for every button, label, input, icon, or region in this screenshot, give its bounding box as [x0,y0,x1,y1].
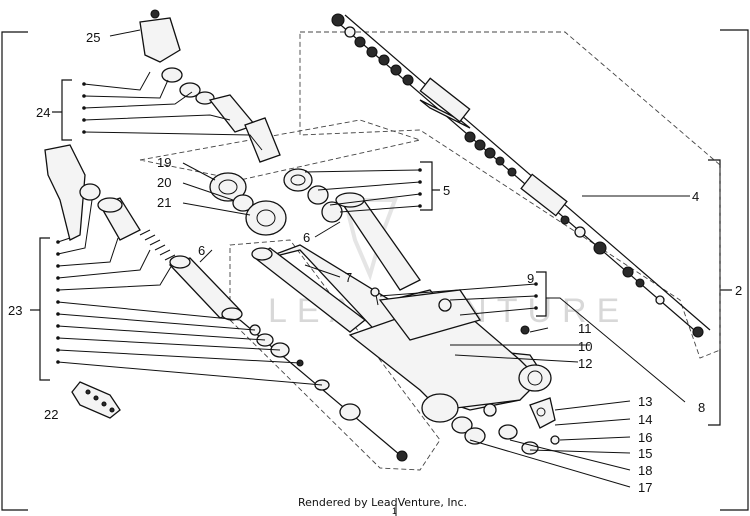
callout-11: 11 [578,321,592,336]
bracket-2 [708,159,721,426]
parts-19-20-21-bearings [209,172,287,236]
watermark-logo [342,198,398,281]
damper-rod-assembly [239,319,408,462]
fork-spring [139,229,176,261]
callout-2: 2 [735,283,742,298]
callout-12: 12 [578,356,592,371]
outer-bracket-left [1,31,28,511]
lower-triple-clamp [44,144,141,241]
callout-5: 5 [443,183,450,198]
index-list-23 [30,199,323,386]
part-7-tube [251,247,367,333]
callout-9: 9 [527,271,534,286]
small-parts-13-18 [370,287,560,455]
callout-16: 16 [638,430,652,445]
callout-10: 10 [578,339,592,354]
callout-14: 14 [638,412,652,427]
part-22-pad [71,381,121,419]
callout-23: 23 [8,303,22,318]
callout-6-left: 6 [198,243,205,258]
fork-inner-rod-assembly [331,13,711,338]
callout-6-mid: 6 [303,230,310,245]
index-list-9 [379,271,686,403]
index-list-5 [304,161,440,213]
callout-21: 21 [157,195,171,210]
callout-24: 24 [36,105,50,120]
callout-1: 1 [392,506,397,516]
callout-20: 20 [157,175,171,190]
dashed-box-lower [229,239,441,471]
callout-25: 25 [86,30,100,45]
part-6-tube-left [168,255,243,321]
outer-bracket-right [720,29,749,511]
callout-15: 15 [638,446,652,461]
callout-17: 17 [638,480,652,495]
callout-22: 22 [44,407,58,422]
callout-18: 18 [638,463,652,478]
credit-text: Rendered by LeadVenture, Inc. [298,496,467,509]
callout-7: 7 [345,270,352,285]
callout-19: 19 [157,155,171,170]
callout-labels: 25 24 19 20 21 6 6 7 5 4 2 9 11 10 12 8 … [8,30,742,516]
dashed-box-upper [299,31,721,359]
callout-13: 13 [638,394,652,409]
upper-triple-clamp [139,9,281,163]
leader-lines [109,29,690,516]
callout-8: 8 [698,400,705,415]
index-list-24 [52,71,263,151]
dashed-box-mid [139,119,422,181]
part-5-bushings [283,168,343,223]
callout-4: 4 [692,189,699,204]
